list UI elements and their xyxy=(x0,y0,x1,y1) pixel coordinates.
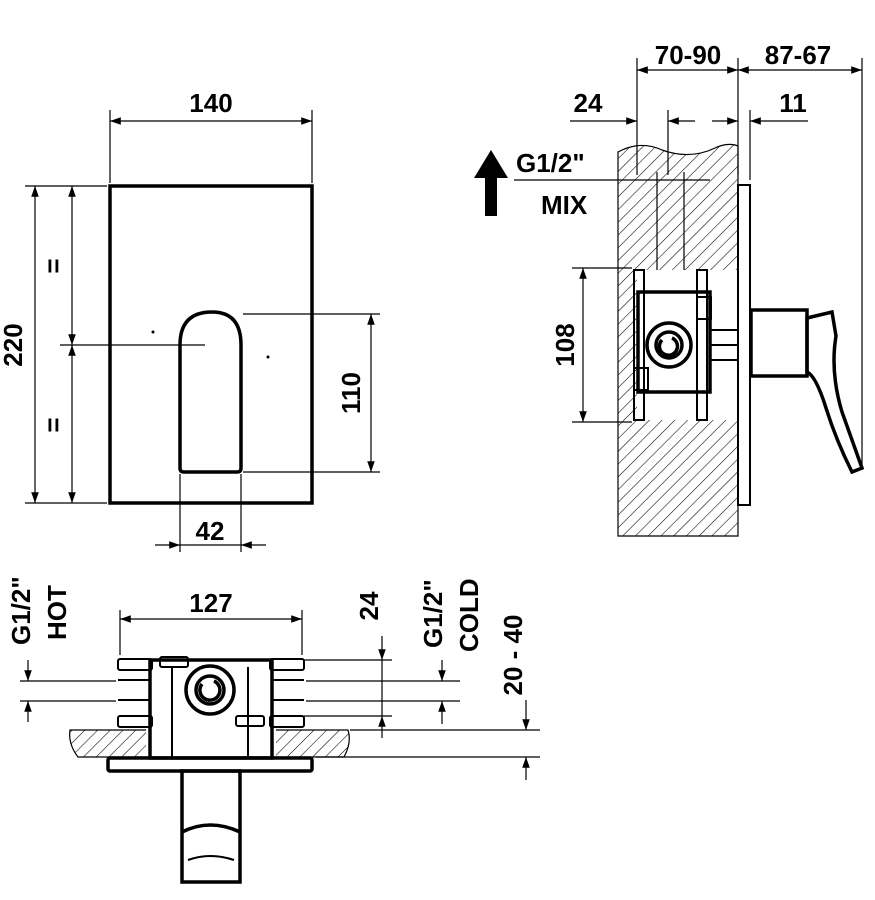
dim-projection-range: 87-67 xyxy=(765,40,832,70)
outlet-thread: G1/2" xyxy=(516,148,585,178)
up-arrow-icon xyxy=(474,150,508,216)
dim-handle-width: 42 xyxy=(196,516,225,546)
dim-depth-range: 70-90 xyxy=(655,40,722,70)
hot-label: HOT xyxy=(42,585,72,640)
handle-body-bottom xyxy=(180,769,242,884)
equal-mark-bottom: = xyxy=(38,417,68,432)
outlet-label: MIX xyxy=(541,190,588,220)
cover-plate-side xyxy=(737,184,751,506)
valve-body-side xyxy=(633,269,738,421)
cold-label: COLD xyxy=(454,578,484,652)
hot-thread: G1/2" xyxy=(6,576,36,645)
dim-inlet-spacing: 24 xyxy=(354,591,384,620)
dim-plate-thickness: 11 xyxy=(779,88,807,118)
dim-body-width: 127 xyxy=(189,588,232,618)
dim-width: 140 xyxy=(189,88,232,118)
dim-height: 220 xyxy=(0,323,28,366)
dim-handle-height: 110 xyxy=(336,372,366,414)
equal-mark-top: = xyxy=(38,258,68,273)
handle-slot xyxy=(178,310,243,474)
side-view: 70-90 87-67 24 11 G1/2" MIX 108 xyxy=(474,40,865,537)
dim-body-height: 108 xyxy=(550,323,580,366)
lever-handle xyxy=(805,309,865,475)
cold-thread: G1/2" xyxy=(418,579,448,648)
dim-wall-recess: 20 - 40 xyxy=(498,615,528,696)
front-view: 140 220 = = 110 42 xyxy=(0,88,380,552)
bottom-view: 127 G1/2" HOT 24 G1/2" COLD 20 - 40 xyxy=(6,576,540,884)
cover-plate-bottom xyxy=(106,756,314,773)
dim-offset: 24 xyxy=(574,88,603,118)
